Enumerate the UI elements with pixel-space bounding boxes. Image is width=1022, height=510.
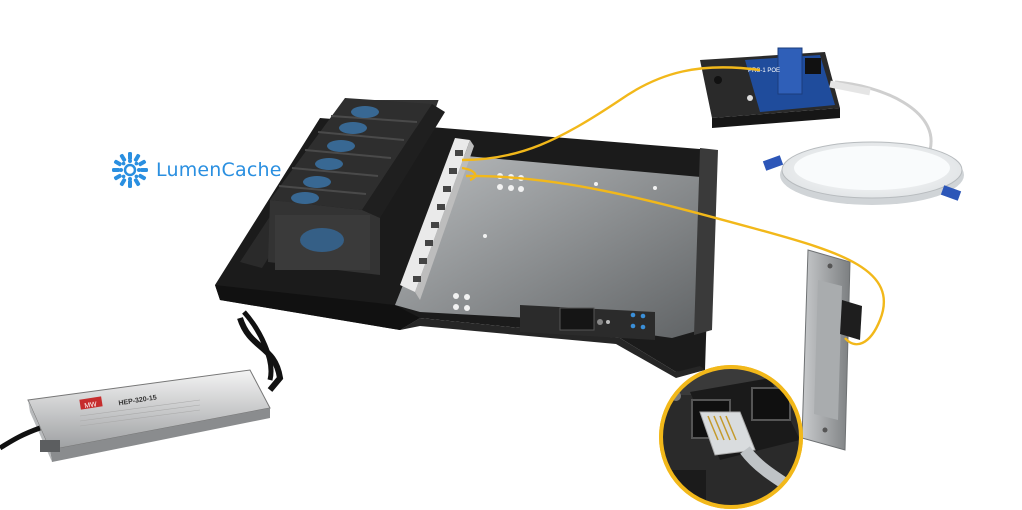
wall-switch: [801, 249, 862, 451]
psu-brand-label: MW: [84, 401, 98, 410]
rj45-callout: [659, 365, 803, 509]
brand-logo: LumenCache: [110, 150, 282, 190]
terminal-strip: [400, 138, 474, 300]
relay-board: PRS-1 POE: [700, 47, 840, 128]
power-supply: MW HEP-320-15: [0, 369, 271, 462]
lumencache-logo-icon: [112, 152, 148, 188]
status-led: [630, 312, 646, 330]
cat-cables: [461, 66, 886, 346]
relay-board-label: PRS-1 POE: [748, 68, 780, 74]
light-cable: [834, 80, 933, 151]
recessed-light: [762, 141, 964, 205]
brand-name: LumenCache: [156, 159, 282, 181]
lumencache-modules: [268, 98, 445, 275]
front-panel: [520, 305, 655, 340]
rj45-plug: [699, 411, 801, 505]
tray-surface: [395, 155, 712, 338]
